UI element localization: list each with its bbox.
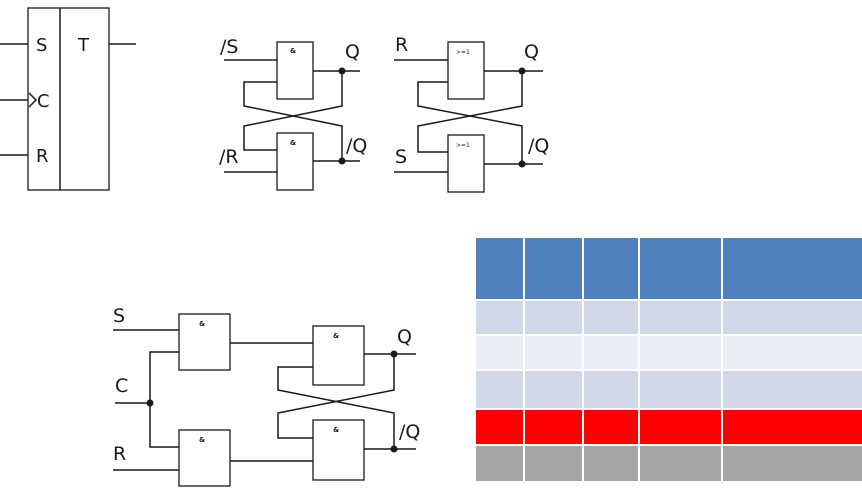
truth-table-row [476, 371, 862, 408]
nand-feedback-q [243, 71, 343, 151]
nand-label-q: Q [345, 41, 360, 63]
nand-label-s: /S [220, 36, 238, 58]
nor-gate-bottom [447, 134, 485, 193]
nor-label-s: S [395, 146, 407, 168]
block-input-label-r: R [36, 146, 49, 167]
clocked-latch-gate-bottom [312, 419, 365, 481]
nand-label-r: /R [219, 146, 239, 168]
nand-rs-latch: & & /S /R Q /Q [219, 36, 367, 191]
block-body [27, 7, 110, 191]
clock-edge-marker [28, 92, 38, 108]
nor-gate-top [447, 41, 485, 100]
clocked-input-gate-s [178, 313, 231, 371]
nor-feedback-nq [417, 81, 523, 164]
clocked-feedback-nq [277, 366, 395, 449]
nor-gate-top-label: >=1 [456, 49, 470, 56]
block-function-label: T [77, 35, 90, 56]
nor-feedback-q [417, 71, 523, 153]
truth-table-row [476, 446, 862, 481]
flipflop-block-symbol: S C R T [0, 7, 136, 191]
nand-gate-bottom-label: & [290, 139, 296, 147]
clocked-rs-latch: & & & & S C R Q /Q [113, 305, 420, 487]
block-input-label-c: C [37, 91, 50, 112]
clocked-label-nq: /Q [399, 421, 420, 443]
clocked-gate-label-1: & [199, 320, 205, 328]
clocked-gate-label-4: & [333, 426, 339, 434]
clocked-junction-c [146, 399, 154, 407]
clocked-input-gate-r [178, 429, 231, 487]
nor-gate-bottom-label: >=1 [456, 142, 470, 149]
nand-gate-top-label: & [290, 47, 296, 55]
nand-label-nq: /Q [346, 135, 367, 157]
truth-table-header [476, 238, 862, 299]
nor-label-q: Q [524, 41, 539, 63]
clocked-latch-gate-top [312, 325, 365, 386]
block-input-label-s: S [36, 35, 47, 56]
nand-feedback-nq [243, 81, 343, 161]
clocked-gate-label-2: & [199, 436, 205, 444]
clocked-label-r: R [113, 443, 126, 465]
clocked-gate-label-3: & [333, 332, 339, 340]
nor-label-r: R [395, 34, 408, 56]
truth-table-row [476, 410, 862, 444]
clocked-label-s: S [113, 305, 125, 327]
clocked-feedback-q [277, 354, 395, 439]
truth-table-row [476, 301, 862, 334]
nor-rs-latch: >=1 >=1 R S Q /Q [394, 34, 549, 193]
clocked-clock-bus [149, 351, 179, 448]
clocked-label-c: C [115, 375, 128, 397]
truth-table-row [476, 336, 862, 369]
nor-label-nq: /Q [528, 135, 549, 157]
truth-table [476, 238, 862, 481]
clocked-label-q: Q [397, 326, 412, 348]
